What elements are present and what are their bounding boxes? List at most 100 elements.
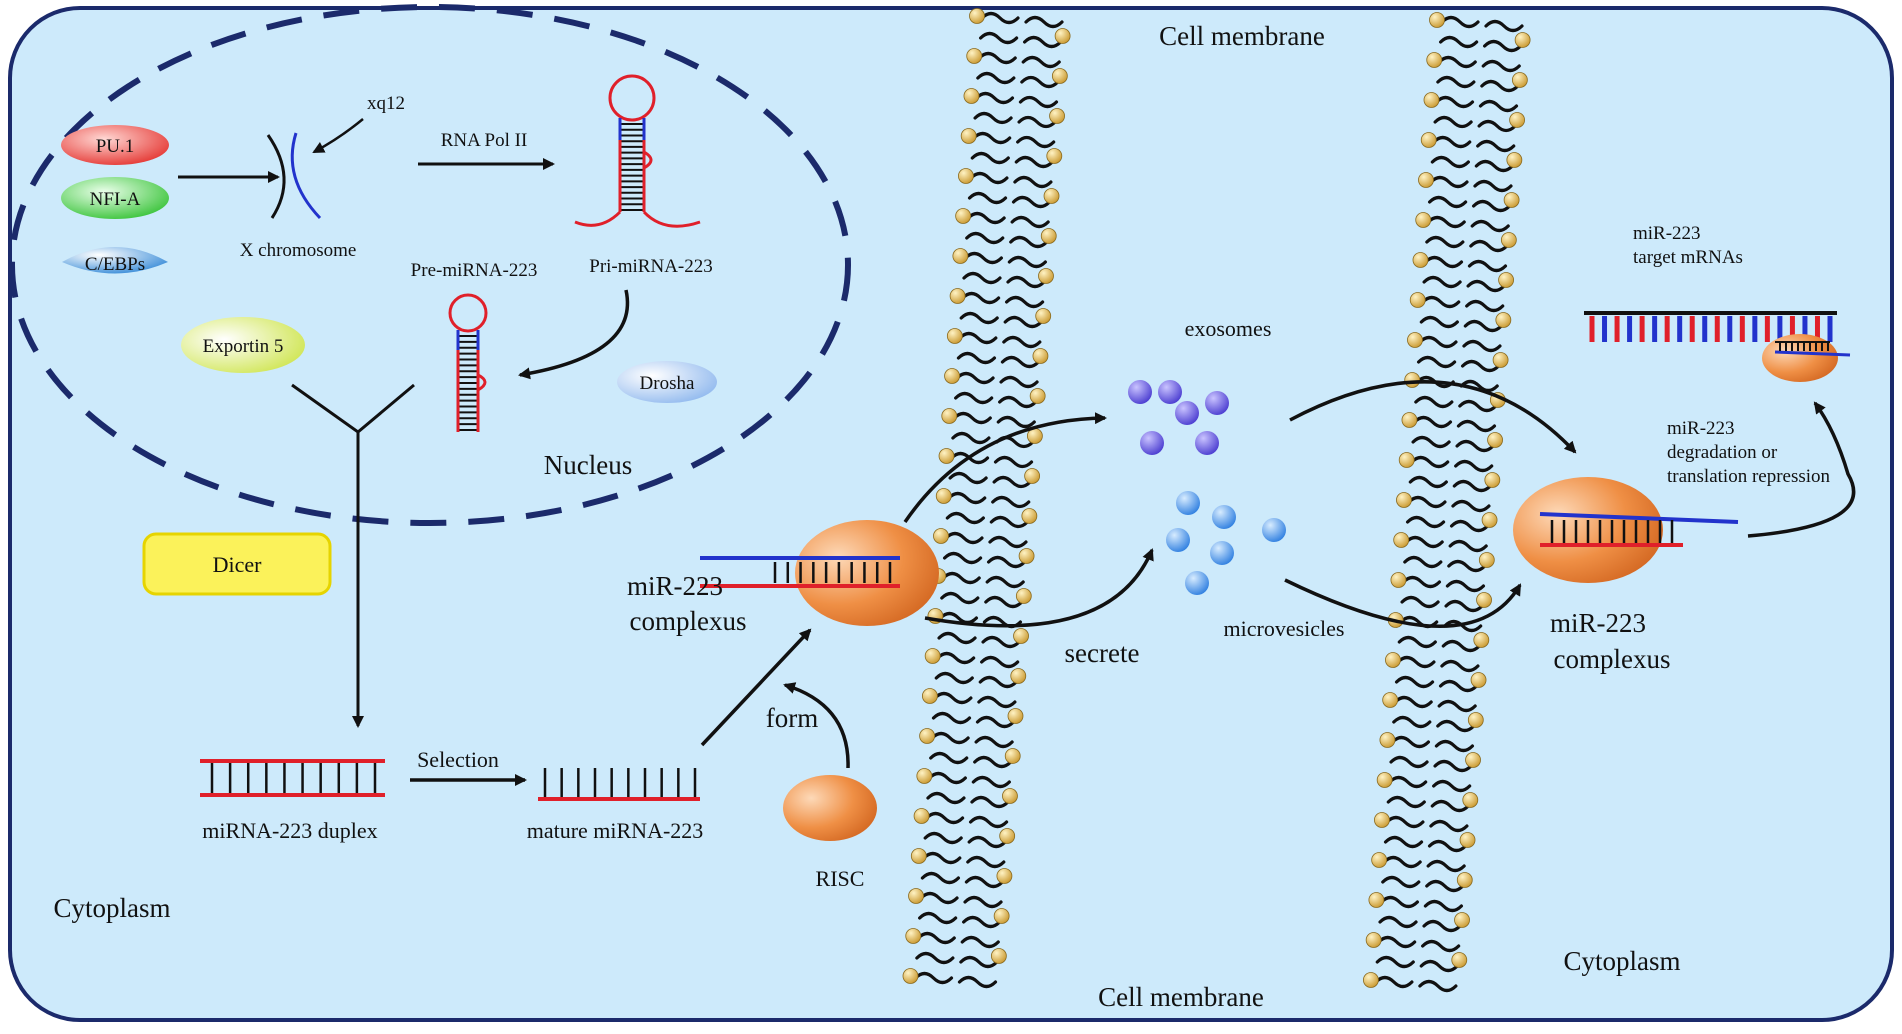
- lipid-tail: [1433, 115, 1517, 133]
- degradation-label-3: translation repression: [1667, 466, 1831, 487]
- lipid-tail: [1382, 855, 1466, 873]
- lipid-tail: [1378, 915, 1462, 933]
- complexus-right-rna: [1539, 512, 1739, 547]
- lipid-head: [1379, 732, 1396, 748]
- lipid-tail: [927, 771, 1011, 789]
- lipid-tail: [1437, 55, 1521, 73]
- lipid-head: [1409, 292, 1426, 308]
- lipid-head: [958, 168, 974, 184]
- lipid-head: [905, 928, 922, 944]
- secrete-label: secrete: [1065, 638, 1140, 668]
- complexus-left-rna: [700, 556, 900, 588]
- lipid-tail: [961, 291, 1045, 309]
- pri-mirna-hairpin: [574, 74, 701, 228]
- lipid-tail: [952, 411, 1036, 429]
- mirna-duplex: [200, 759, 385, 797]
- lipid-head: [946, 328, 963, 344]
- pri-mirna-label: Pri-miRNA-223: [589, 256, 713, 277]
- lipid-head: [1467, 712, 1484, 728]
- lipid-tail: [967, 191, 1052, 209]
- lipid-head: [1021, 508, 1038, 524]
- lipid-tail: [947, 491, 1031, 509]
- lipid-tail: [936, 651, 1020, 669]
- lipid-head: [1015, 588, 1032, 604]
- lipid-head: [1415, 212, 1432, 228]
- lipid-head: [1429, 12, 1445, 28]
- lipid-tail: [1394, 675, 1479, 693]
- lipid-head: [955, 208, 972, 224]
- mature-to-complexus-arrow: [700, 628, 812, 747]
- lipid-tail: [1390, 735, 1475, 753]
- lipid-tail: [1374, 975, 1458, 993]
- lipid-tail: [1414, 395, 1498, 413]
- lipid-head: [1404, 372, 1421, 388]
- lipid-head: [969, 8, 985, 24]
- vesicle: [1195, 431, 1219, 455]
- lipid-tail: [937, 631, 1021, 649]
- lipid-head: [1423, 92, 1440, 108]
- lipid-head: [1495, 312, 1512, 328]
- cytoplasm-left-label: Cytoplasm: [53, 893, 170, 923]
- lipid-tail: [1383, 835, 1468, 853]
- lipid-tail: [966, 211, 1050, 229]
- lipid-head: [1487, 432, 1503, 448]
- lipid-tail: [1418, 335, 1502, 353]
- dicer-label: Dicer: [213, 552, 263, 577]
- lipid-tail: [970, 151, 1054, 169]
- lipid-tail: [1396, 655, 1480, 673]
- lipid-tail: [923, 831, 1007, 849]
- lipid-head: [913, 808, 930, 824]
- risc-label: RISC: [816, 866, 865, 891]
- lipid-tail: [1436, 75, 1520, 93]
- lipid-tail: [1392, 715, 1476, 733]
- lipid-tail: [976, 71, 1060, 89]
- lipid-tail: [1422, 275, 1506, 293]
- lipid-tail: [1375, 955, 1459, 973]
- vesicle: [1166, 528, 1190, 552]
- to-exosomes-arrow: [903, 412, 1107, 523]
- lipid-tail: [1429, 175, 1513, 193]
- lipid-head: [1035, 308, 1052, 324]
- lipid-head: [996, 868, 1013, 884]
- lipid-head: [960, 128, 977, 144]
- degradation-label-1: miR-223: [1667, 418, 1735, 439]
- target-bound-mirna: [1774, 341, 1851, 357]
- lipid-tail: [974, 91, 1059, 109]
- lipid-head: [919, 728, 936, 744]
- lipid-tail: [1434, 95, 1519, 113]
- exosomes-label: exosomes: [1185, 316, 1272, 341]
- lipid-tail: [1419, 315, 1503, 333]
- mature-label: mature miRNA-223: [527, 818, 704, 843]
- lipid-tail: [979, 31, 1063, 49]
- lipid-head: [935, 488, 952, 504]
- lipid-head: [1509, 112, 1526, 128]
- complexus-left-label-2: complexus: [630, 606, 747, 636]
- lipid-head: [1506, 152, 1523, 168]
- vesicle: [1262, 518, 1286, 542]
- lipid-head: [1049, 108, 1065, 124]
- lipid-head: [908, 888, 924, 904]
- lipid-tail: [1432, 135, 1516, 153]
- x-chromosome-arm-2: [290, 132, 322, 220]
- lipid-tail: [942, 551, 1027, 569]
- vesicle: [1212, 505, 1236, 529]
- vesicle: [1128, 380, 1152, 404]
- lipid-head: [999, 828, 1016, 844]
- lipid-head: [1393, 532, 1410, 548]
- lipid-tail: [1397, 635, 1481, 653]
- lipid-head: [1038, 268, 1054, 284]
- lipid-tail: [962, 271, 1046, 289]
- lipid-tail: [1400, 595, 1484, 613]
- risc-complex: [783, 775, 877, 841]
- lipid-head: [1514, 32, 1531, 48]
- complexus-left-body: [795, 520, 939, 626]
- lipid-head: [1401, 412, 1418, 428]
- vesicle: [1140, 431, 1164, 455]
- lipid-head: [1010, 668, 1027, 684]
- lipid-head: [1451, 952, 1468, 968]
- lipid-tail: [969, 171, 1053, 189]
- lipid-tail: [920, 871, 1005, 889]
- selection-label: Selection: [417, 747, 499, 772]
- lipid-tail: [1421, 295, 1505, 313]
